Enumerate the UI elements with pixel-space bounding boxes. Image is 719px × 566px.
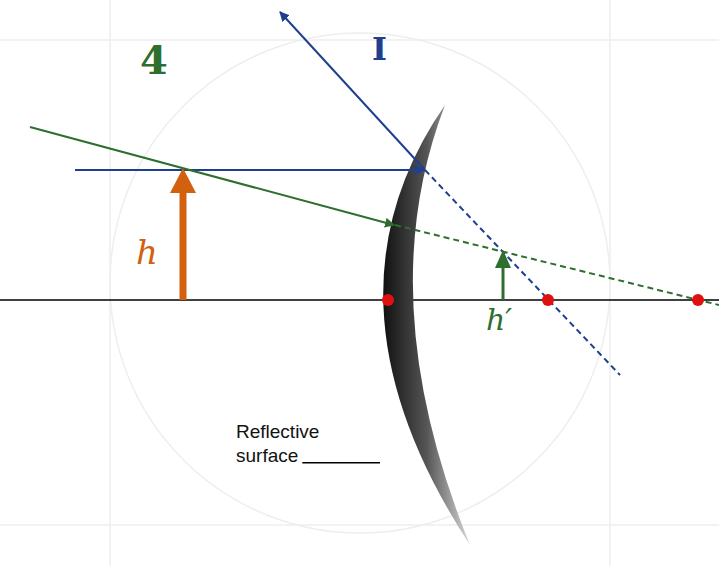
- leader-line: [302, 462, 380, 464]
- surface-label: Reflective surface: [236, 420, 346, 468]
- reflected-ray: [280, 12, 425, 170]
- object-arrow: [180, 190, 187, 300]
- callout-number: 4: [140, 36, 168, 83]
- ray-label: I: [372, 30, 387, 68]
- image-arrowhead: [495, 250, 511, 268]
- focal-point: [542, 294, 554, 306]
- object-height: h: [136, 232, 158, 272]
- incident-ray: [30, 127, 394, 225]
- virtual-ray: [395, 225, 719, 305]
- incident-ray: [75, 169, 424, 171]
- center-point: [692, 294, 704, 306]
- object-arrowhead: [170, 168, 196, 193]
- image-height: h′: [486, 302, 512, 337]
- optical-axis: [0, 299, 719, 301]
- vertex-point: [382, 294, 394, 306]
- image-arrow: [502, 265, 505, 300]
